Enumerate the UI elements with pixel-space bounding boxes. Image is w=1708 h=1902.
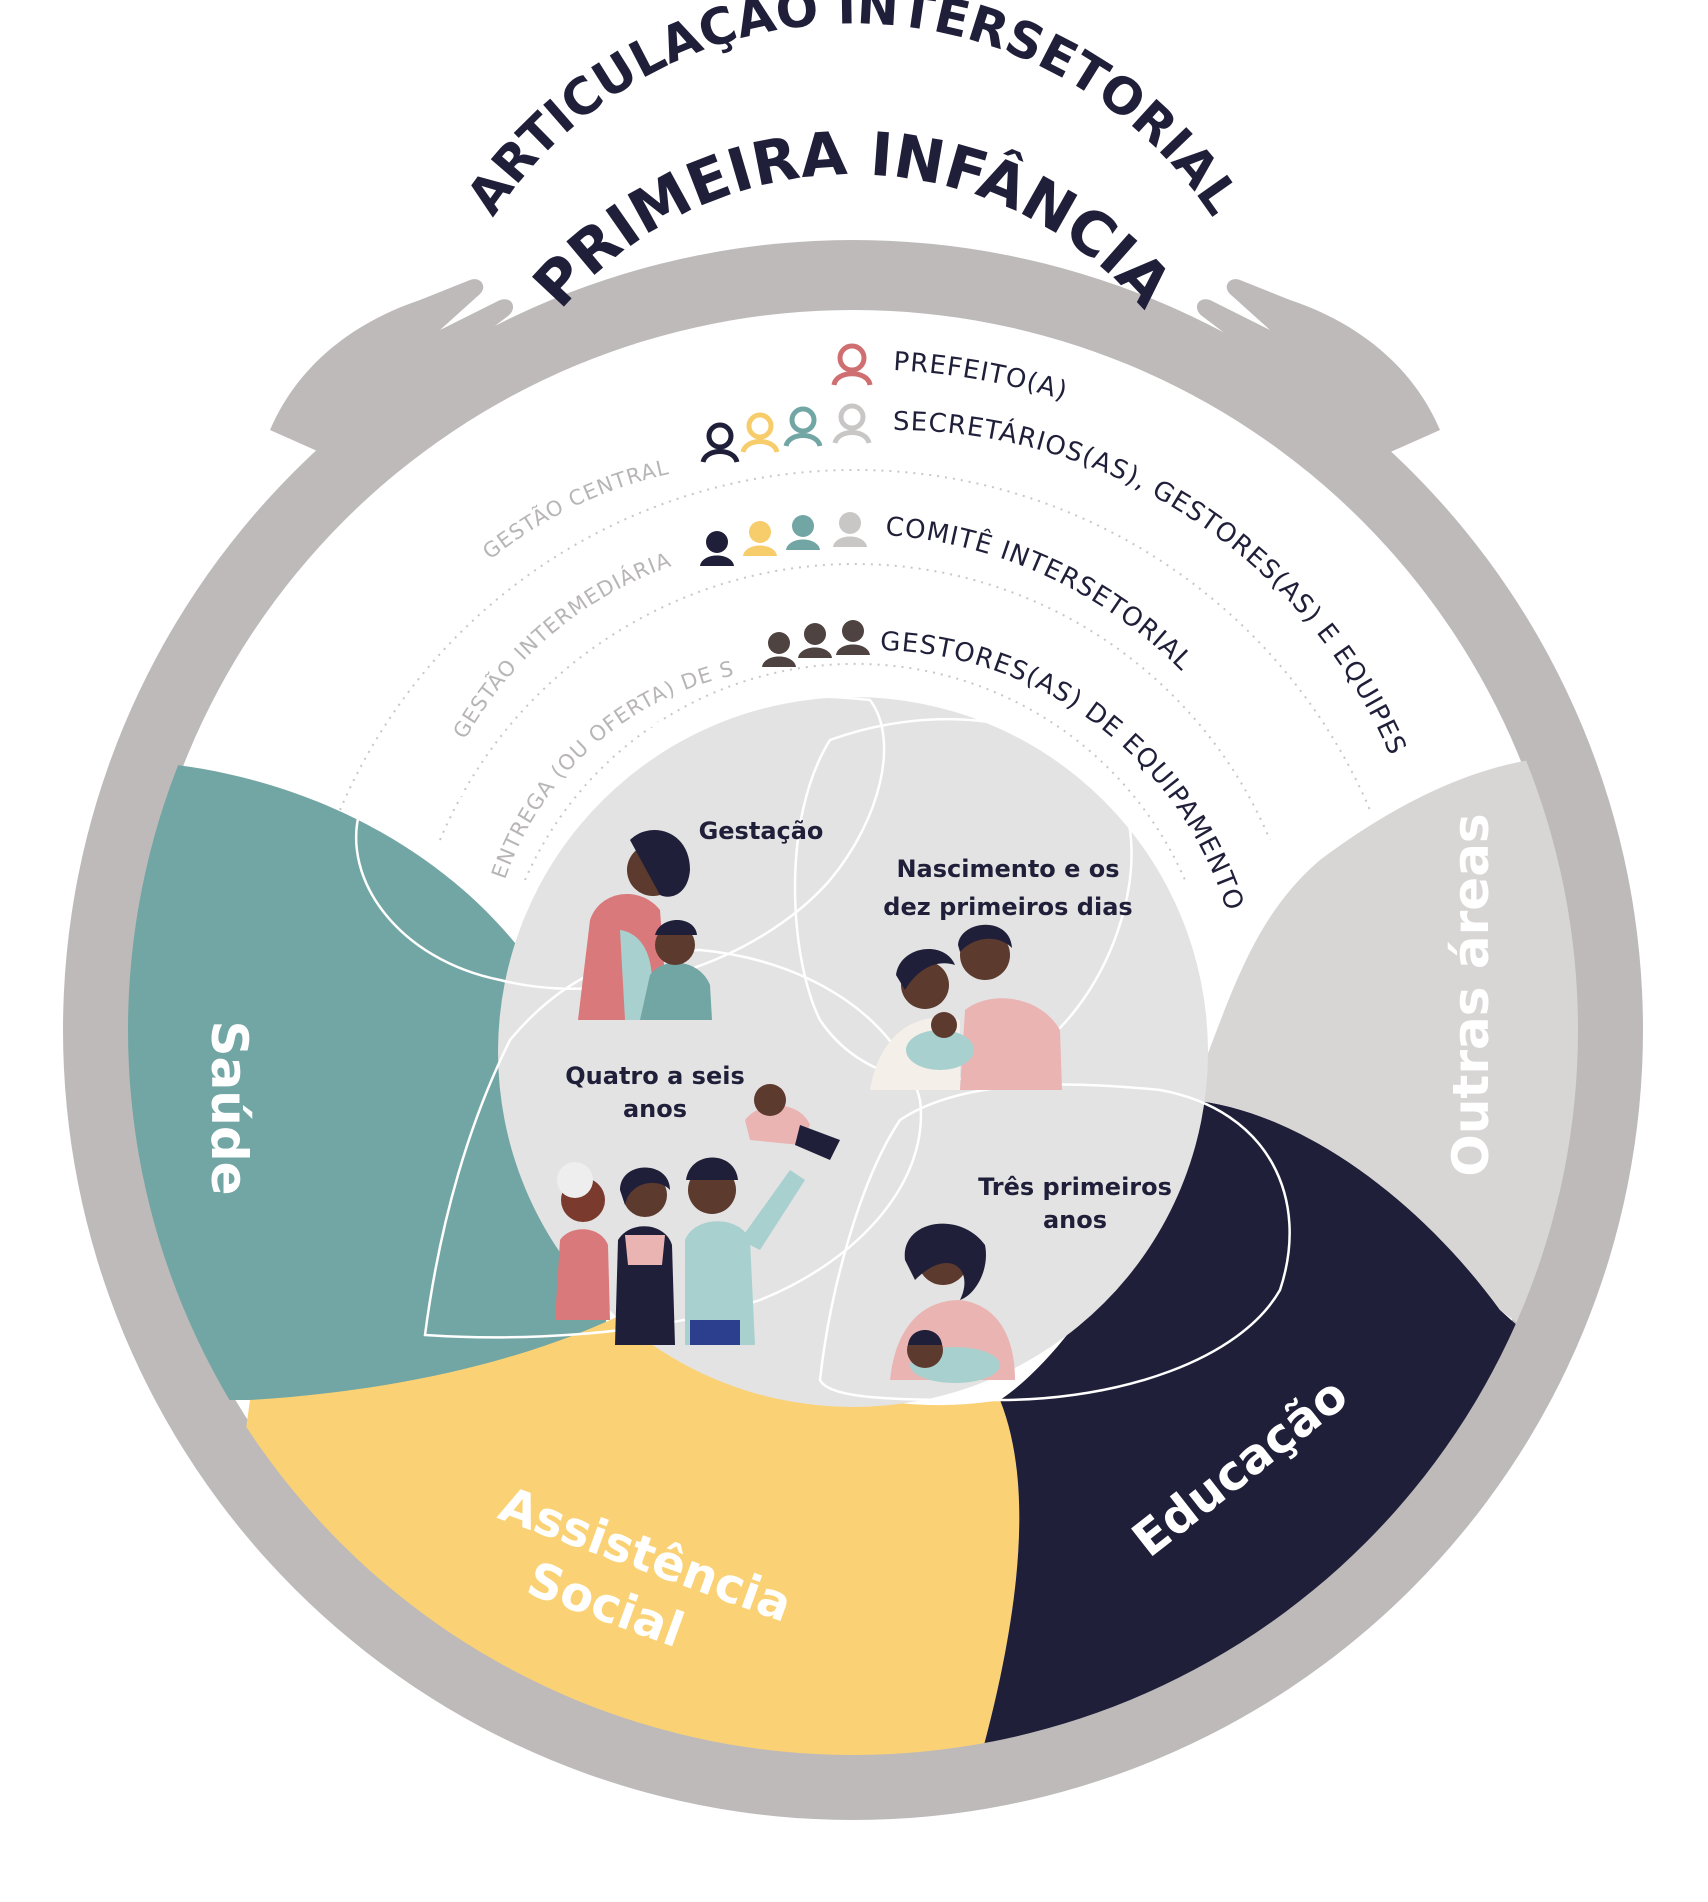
stage-birth-label-line1: Nascimento e os	[896, 855, 1119, 883]
level-arcs	[339, 469, 1371, 881]
person-filled-icon	[798, 623, 832, 658]
stage-four-six-label-line1: Quatro a seis	[565, 1062, 744, 1090]
sector-health-label: Saúde	[200, 1020, 258, 1195]
birth-illustration	[870, 924, 1062, 1090]
four-to-six-illustration	[555, 1084, 840, 1345]
stage-three-years-label-line1: Três primeiros	[978, 1173, 1172, 1201]
person-outline-icon	[832, 403, 872, 445]
committee-icons	[700, 512, 867, 566]
facility-managers-icons	[762, 620, 870, 667]
stage-gestation-label: Gestação	[699, 817, 824, 845]
person-outline-icon	[740, 412, 780, 454]
person-filled-icon	[762, 632, 796, 667]
person-filled-icon	[836, 620, 870, 655]
gestation-illustration	[578, 830, 712, 1020]
person-outline-icon	[700, 422, 740, 464]
person-filled-icon	[786, 515, 820, 550]
person-filled-icon	[833, 512, 867, 547]
person-filled-icon	[700, 531, 734, 566]
three-years-illustration	[890, 1223, 1015, 1383]
secretaries-icons	[700, 403, 872, 464]
health-region	[128, 760, 617, 1400]
mayor-icon	[831, 343, 873, 386]
stage-four-six-label-line2: anos	[623, 1095, 687, 1123]
stage-three-years-label-line2: anos	[1043, 1206, 1107, 1234]
person-outline-icon	[783, 406, 823, 448]
sector-other-label: Outras áreas	[1442, 813, 1500, 1176]
stage-birth-label-line2: dez primeiros dias	[883, 893, 1132, 921]
person-filled-icon	[743, 521, 777, 556]
other-region	[1190, 760, 1578, 1400]
